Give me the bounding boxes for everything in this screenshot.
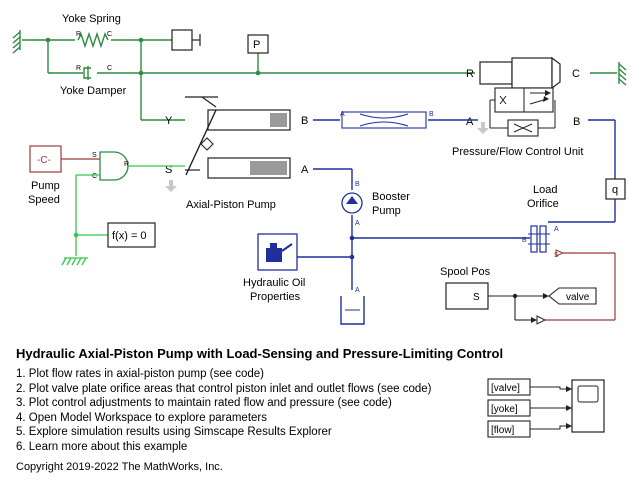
- reservoir-port-a: A: [355, 287, 360, 294]
- scope-block[interactable]: [571, 379, 605, 433]
- pfu-port-b: B: [573, 116, 580, 128]
- load-orifice-block[interactable]: A B S Load Orifice: [522, 184, 559, 259]
- spool-junction: [512, 293, 518, 299]
- hydraulic-oil-properties-block[interactable]: Hydraulic Oil Properties: [243, 233, 305, 303]
- copyright: Copyright 2019-2022 The MathWorks, Inc.: [16, 461, 223, 473]
- hydraulic-junctions: [349, 235, 355, 260]
- yoke-spring-block[interactable]: Yoke Spring R C: [62, 13, 121, 49]
- yoke-damper-port-r: R: [76, 65, 81, 72]
- booster-port-b: B: [355, 181, 360, 188]
- from-valve-label: [valve]: [491, 383, 520, 394]
- example-links: 1. Plot flow rates in axial-piston pump …: [16, 367, 432, 454]
- valve-goto-block[interactable]: valve: [548, 287, 597, 305]
- from-yoke-block[interactable]: [yoke]: [487, 399, 531, 417]
- yoke-spring-label: Yoke Spring: [62, 13, 121, 25]
- orifice-port-b: B: [522, 237, 527, 244]
- axial-piston-pump-block[interactable]: Y S B A Axial-Piston Pump: [165, 96, 309, 211]
- flow-sensor-block[interactable]: q: [605, 178, 626, 200]
- booster-port-a: A: [355, 220, 360, 227]
- load-orifice-label-line1: Load: [533, 184, 557, 196]
- spool-arrow-goto: [543, 293, 549, 299]
- pfu-port-c: C: [572, 68, 580, 80]
- pump-speed-label-line1: Pump: [31, 180, 60, 192]
- mechanical-reference-right: [618, 62, 627, 86]
- solver-junction: [73, 232, 79, 238]
- ideal-port-r: R: [124, 161, 129, 168]
- axial-piston-pump-label: Axial-Piston Pump: [186, 199, 276, 211]
- ideal-port-c: C: [92, 173, 97, 180]
- booster-pump-label-line2: Pump: [372, 205, 401, 217]
- link-plot-control-adjustments[interactable]: 3. Plot control adjustments to maintain …: [16, 397, 392, 409]
- yoke-damper-label: Yoke Damper: [60, 85, 127, 97]
- pipe-block[interactable]: A B: [340, 111, 434, 129]
- spool-pos-label: Spool Pos: [440, 266, 491, 278]
- hydraulic-lines: [297, 119, 616, 290]
- pump-speed-constant: -C-: [37, 155, 51, 166]
- reservoir-block[interactable]: A: [340, 287, 365, 325]
- pump-port-y: Y: [165, 115, 173, 127]
- pump-speed-label-line2: Speed: [28, 194, 60, 206]
- from-yoke-label: [yoke]: [491, 404, 518, 415]
- pipe-port-b: B: [429, 111, 434, 118]
- flow-sensor-label: q: [612, 184, 618, 196]
- mechanical-lines: [22, 39, 617, 121]
- solver-config-label: f(x) = 0: [112, 230, 147, 242]
- signal-green-lines: [75, 165, 185, 256]
- yoke-position-source[interactable]: [171, 29, 201, 51]
- booster-pump-label-line1: Booster: [372, 191, 410, 203]
- link-results-explorer[interactable]: 5. Explore simulation results using Sims…: [16, 426, 332, 438]
- link-learn-more[interactable]: 6. Learn more about this example: [16, 440, 188, 453]
- pressure-sensor-label: P: [253, 39, 260, 51]
- from-flow-label: [flow]: [491, 425, 515, 436]
- pfu-label: Pressure/Flow Control Unit: [452, 146, 583, 158]
- yoke-spring-port-c: C: [107, 31, 112, 38]
- physical-signal-lines: [61, 158, 616, 321]
- from-flow-block[interactable]: [flow]: [487, 420, 531, 438]
- hydraulic-oil-label-line1: Hydraulic Oil: [243, 277, 305, 289]
- pump-port-s: S: [165, 164, 172, 176]
- pfu-reference-arrow: [477, 122, 489, 134]
- orifice-port-a: A: [554, 226, 559, 233]
- pump-port-b: B: [301, 115, 308, 127]
- spool-pos-block[interactable]: Spool Pos S: [440, 266, 491, 310]
- yoke-damper-block[interactable]: Yoke Damper R C: [60, 65, 127, 97]
- example-title: Hydraulic Axial-Piston Pump with Load-Se…: [16, 346, 504, 361]
- pipe-port-a: A: [340, 111, 345, 118]
- ideal-port-s: S: [92, 152, 97, 159]
- link-plot-flow-rates[interactable]: 1. Plot flow rates in axial-piston pump …: [16, 368, 265, 380]
- scope-inputs: [valve] [yoke] [flow]: [487, 378, 572, 438]
- ideal-velocity-source[interactable]: S R C: [92, 151, 129, 181]
- link-plot-orifice-areas[interactable]: 2. Plot valve plate orifice areas that c…: [16, 382, 432, 395]
- pfu-port-r: R: [466, 68, 474, 80]
- pump-reference-arrow: [165, 180, 177, 192]
- valve-goto-label: valve: [566, 292, 590, 303]
- pressure-sensor-block[interactable]: P: [247, 34, 269, 54]
- mechanical-reference-left: [12, 30, 21, 54]
- link-open-model-workspace[interactable]: 4. Open Model Workspace to explore param…: [16, 411, 267, 424]
- load-orifice-label-line2: Orifice: [527, 198, 559, 210]
- orifice-signal-arrow: [555, 249, 565, 257]
- hydraulic-oil-label-line2: Properties: [250, 291, 301, 303]
- junction-dots: [45, 37, 261, 76]
- spool-ps-converter[interactable]: [536, 315, 547, 325]
- pfu-port-a: A: [466, 116, 474, 128]
- spool-pos-source-port: S: [473, 292, 480, 303]
- yoke-damper-port-c: C: [107, 65, 112, 72]
- pressure-flow-control-unit[interactable]: R C A B Pressure/Flow Control Unit: [452, 56, 583, 158]
- rotational-reference: [61, 257, 88, 266]
- booster-pump-block[interactable]: B A Booster Pump: [341, 181, 410, 227]
- pump-port-a: A: [301, 164, 309, 176]
- from-valve-block[interactable]: [valve]: [487, 378, 531, 396]
- solver-configuration-block[interactable]: f(x) = 0: [107, 222, 156, 248]
- yoke-spring-port-r: R: [76, 31, 81, 38]
- spool-signal-lines: [488, 295, 548, 321]
- spool-arrow-ps: [531, 317, 537, 323]
- pump-speed-block[interactable]: -C- Pump Speed: [28, 145, 62, 206]
